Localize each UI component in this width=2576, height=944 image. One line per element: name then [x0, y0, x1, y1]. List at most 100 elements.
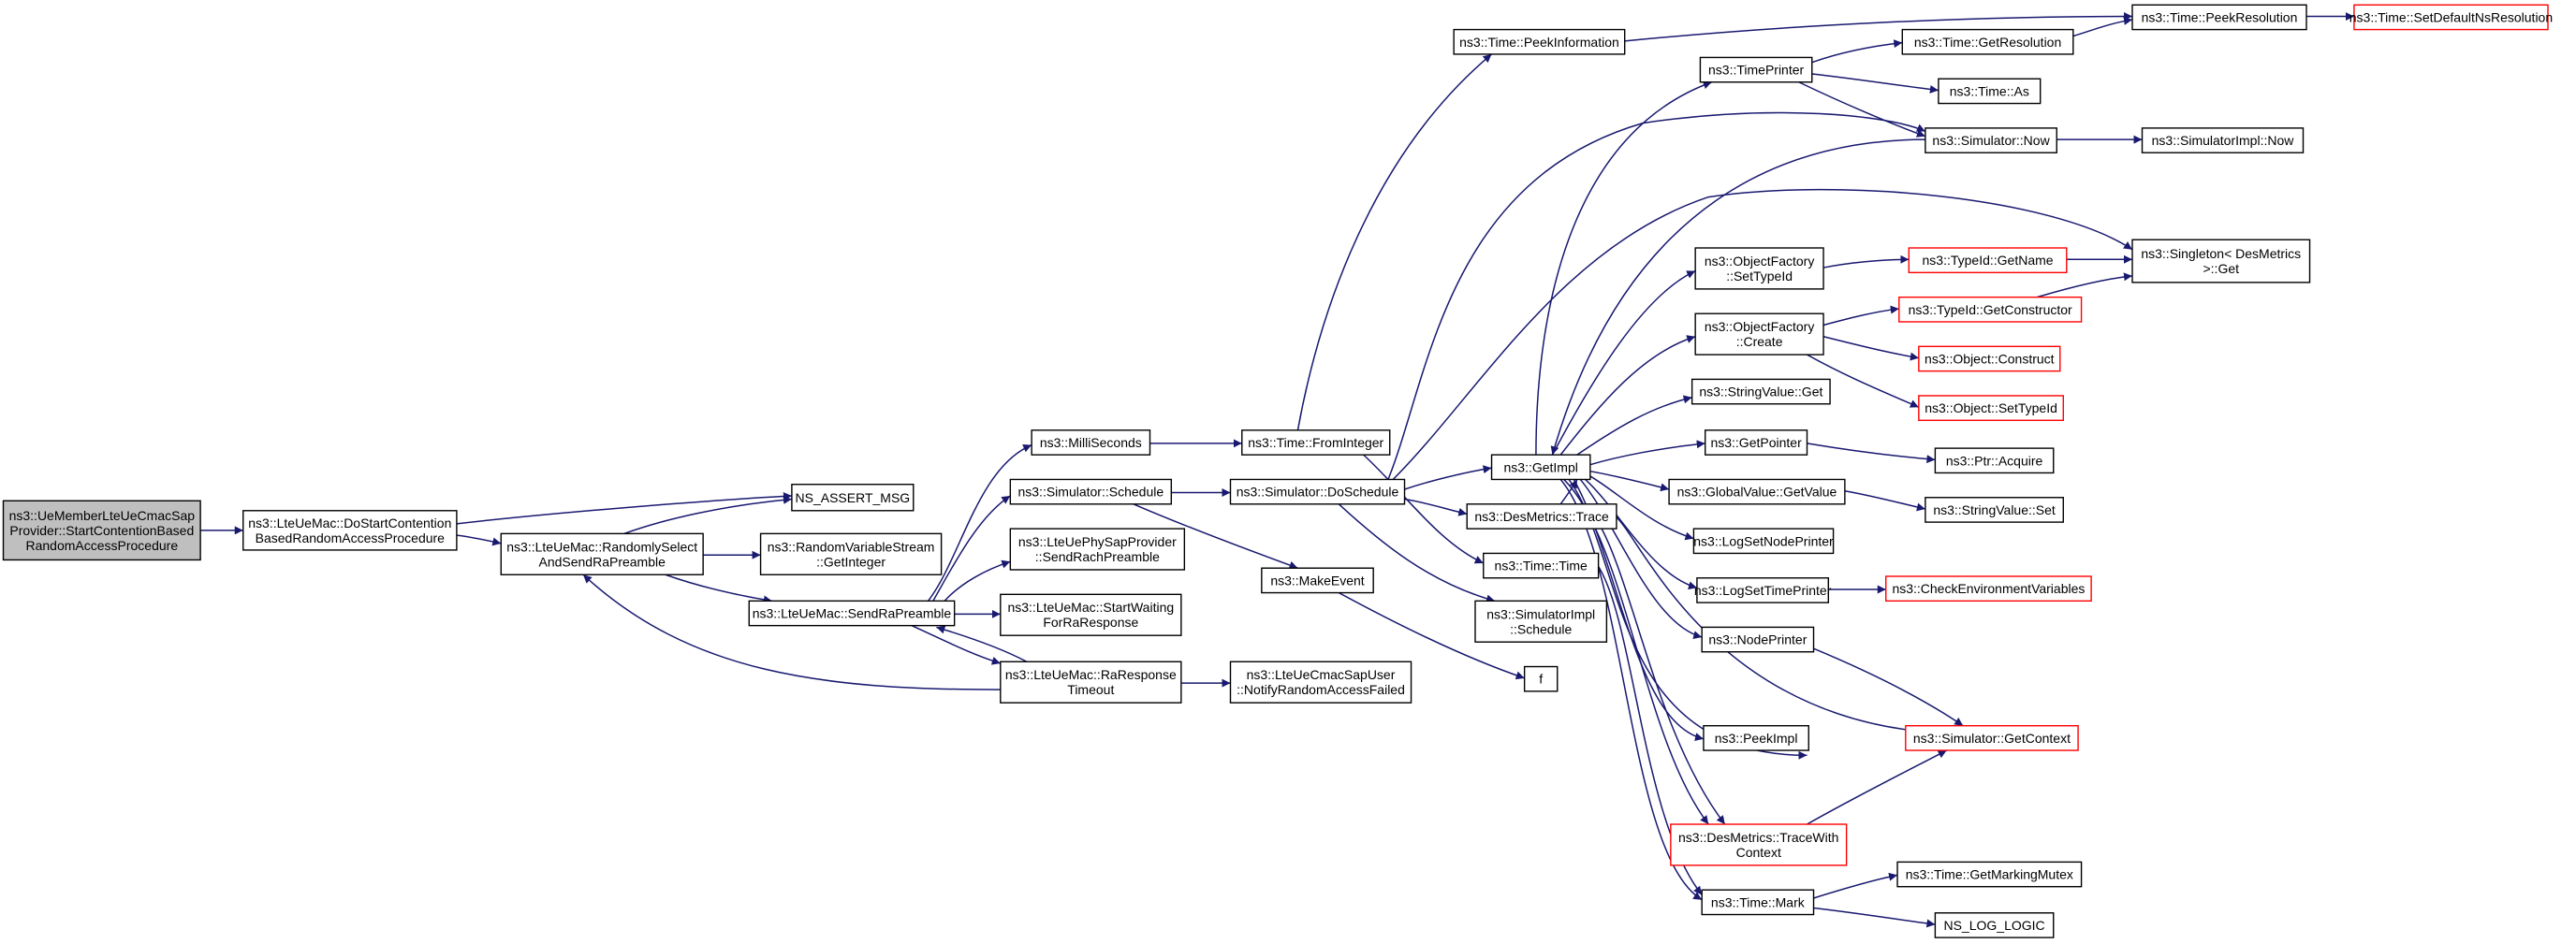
edge-sendRaPreamble-to-milliSeconds	[927, 443, 1032, 602]
node-simNow[interactable]: ns3::Simulator::Now	[1925, 127, 2057, 153]
node-simImplSchedule[interactable]: ns3::SimulatorImpl::Schedule	[1474, 600, 1608, 643]
node-desTrace[interactable]: ns3::DesMetrics::Trace	[1466, 503, 1617, 530]
node-root[interactable]: ns3::UeMemberLteUeCmacSapProvider::Start…	[2, 500, 201, 561]
edge-doStart-to-randomlySelect	[456, 534, 502, 546]
edge-fromInteger-to-timeTime	[1363, 454, 1485, 564]
edge-getPointer-to-ptrAcquire	[1807, 443, 1936, 464]
node-ptrAcquire[interactable]: ns3::Ptr::Acquire	[1934, 447, 2055, 474]
node-objectConstruct[interactable]: ns3::Object::Construct	[1918, 345, 2061, 372]
node-label: ns3::RandomVariableStream	[768, 539, 935, 554]
node-fromInteger[interactable]: ns3::Time::FromInteger	[1241, 429, 1391, 456]
node-setDefaultNsResolution[interactable]: ns3::Time::SetDefaultNsResolution	[2349, 4, 2553, 31]
node-globalValueGet[interactable]: ns3::GlobalValue::GetValue	[1668, 478, 1846, 505]
node-label: ns3::Time::Time	[1495, 559, 1588, 574]
node-label: ns3::Singleton< DesMetrics	[2141, 246, 2301, 261]
edge-makeEvent-to-f	[1338, 591, 1525, 680]
node-simImplNow[interactable]: ns3::SimulatorImpl::Now	[2141, 127, 2305, 153]
edge-getImpl-to-stringValueGet	[1576, 395, 1692, 456]
node-label: ns3::TypeId::GetName	[1923, 253, 2054, 268]
node-label: ns3::DesMetrics::Trace	[1474, 509, 1609, 524]
edge-sendRaPreamble-to-simSchedule	[932, 495, 1011, 602]
edge-getImpl-to-logSetTime	[1585, 478, 1698, 590]
node-label: ns3::LteUePhySapProvider	[1018, 534, 1177, 549]
node-label: ns3::LteUeMac::DoStartContention	[248, 516, 451, 530]
node-label: ns3::DesMetrics::TraceWith	[1678, 830, 1838, 845]
node-label: ns3::Time::GetMarkingMutex	[1906, 867, 2073, 882]
node-getMarkingMutex[interactable]: ns3::Time::GetMarkingMutex	[1896, 861, 2083, 888]
node-label: ns3::LogSetTimePrinter	[1694, 583, 1832, 598]
edge-desTrace-to-simGetContext	[1616, 516, 1914, 734]
node-sendRaPreamble[interactable]: ns3::LteUeMac::SendRaPreamble	[748, 600, 956, 627]
node-label: RandomAccessProcedure	[25, 538, 178, 553]
node-label: ns3::SimulatorImpl	[1486, 606, 1595, 621]
node-label: ns3::LteUeMac::StartWaiting	[1007, 600, 1174, 615]
node-f[interactable]: f	[1523, 665, 1559, 692]
node-label: ns3::Object::SetTypeId	[1925, 400, 2057, 415]
node-nodePrinter[interactable]: ns3::NodePrinter	[1701, 626, 1815, 653]
node-typeIdGetName[interactable]: ns3::TypeId::GetName	[1908, 247, 2068, 274]
node-label: ns3::PeekImpl	[1715, 731, 1798, 746]
node-label: ForRaResponse	[1043, 615, 1138, 630]
node-rvsGetInteger[interactable]: ns3::RandomVariableStream::GetInteger	[759, 532, 943, 575]
node-timeTime[interactable]: ns3::Time::Time	[1483, 552, 1600, 579]
edge-ofCreate-to-objectConstruct	[1822, 336, 1919, 361]
node-doSchedule[interactable]: ns3::Simulator::DoSchedule	[1229, 478, 1406, 505]
node-ofCreate[interactable]: ns3::ObjectFactory::Create	[1694, 312, 1824, 356]
node-peekInformation[interactable]: ns3::Time::PeekInformation	[1453, 28, 1626, 55]
node-peekImpl[interactable]: ns3::PeekImpl	[1703, 725, 1809, 751]
node-simGetContext[interactable]: ns3::Simulator::GetContext	[1905, 725, 2079, 751]
edge-timePrinter-to-timeAs	[1811, 73, 1939, 94]
node-randomlySelect[interactable]: ns3::LteUeMac::RandomlySelectAndSendRaPr…	[500, 532, 704, 575]
node-objectSetTypeId[interactable]: ns3::Object::SetTypeId	[1918, 395, 2064, 421]
node-nsAssert[interactable]: NS_ASSERT_MSG	[791, 484, 915, 512]
node-label: ns3::Time::SetDefaultNsResolution	[2349, 9, 2553, 24]
edge-getImpl-to-ofCreate	[1559, 335, 1696, 456]
node-getResolution[interactable]: ns3::Time::GetResolution	[1901, 28, 2074, 55]
node-label: >::Get	[2203, 261, 2239, 276]
node-getImpl[interactable]: ns3::GetImpl	[1490, 454, 1591, 481]
node-stringValueGet[interactable]: ns3::StringValue::Get	[1690, 378, 1831, 405]
edge-getResolution-to-peekResolution	[2072, 16, 2133, 37]
node-singletonGet[interactable]: ns3::Singleton< DesMetrics >::Get	[2131, 239, 2311, 283]
node-label: ns3::Time::Mark	[1711, 894, 1806, 909]
node-simSchedule[interactable]: ns3::Simulator::Schedule	[1009, 478, 1173, 505]
node-label: ns3::LteUeMac::RaResponse	[1005, 667, 1177, 682]
node-label: ::GetInteger	[816, 554, 886, 569]
node-label: NS_LOG_LOGIC	[1943, 918, 2044, 933]
node-label: ns3::SimulatorImpl::Now	[2152, 133, 2295, 148]
edge-getImpl-to-ofSetTypeId	[1551, 269, 1696, 456]
node-getPointer[interactable]: ns3::GetPointer	[1704, 429, 1808, 456]
node-label: ::Schedule	[1510, 621, 1572, 636]
edge-ofCreate-to-objectSetTypeId	[1807, 354, 1920, 408]
node-checkEnv[interactable]: ns3::CheckEnvironmentVariables	[1885, 575, 2092, 603]
node-nsLogLogic[interactable]: NS_LOG_LOGIC	[1934, 912, 2055, 938]
node-notifyFailed[interactable]: ns3::LteUeCmacSapUser::NotifyRandomAcces…	[1229, 661, 1412, 704]
node-logSetTime[interactable]: ns3::LogSetTimePrinter	[1694, 577, 1832, 603]
node-timePrinter[interactable]: ns3::TimePrinter	[1699, 56, 1813, 83]
node-sendRachPreamble[interactable]: ns3::LteUePhySapProvider::SendRachPreamb…	[1009, 528, 1186, 571]
node-timeMark[interactable]: ns3::Time::Mark	[1701, 889, 1815, 916]
node-logSetNode[interactable]: ns3::LogSetNodePrinter	[1692, 528, 1835, 555]
node-makeEvent[interactable]: ns3::MakeEvent	[1261, 567, 1374, 594]
node-label: ::SetTypeId	[1726, 269, 1793, 283]
edge-typeIdGetConstructor-to-singletonGet	[2036, 272, 2133, 298]
node-label: ns3::LteUeMac::RandomlySelect	[506, 539, 697, 554]
node-label: ::NotifyRandomAccessFailed	[1237, 682, 1405, 697]
edge-getImpl-to-getPointer	[1589, 440, 1705, 466]
node-typeIdGetConstructor[interactable]: ns3::TypeId::GetConstructor	[1898, 296, 2083, 323]
node-label: ns3::Object::Construct	[1925, 351, 2055, 366]
edge-doSchedule-to-desTrace	[1404, 498, 1468, 516]
edge-doSchedule-to-simImplSchedule	[1338, 503, 1496, 603]
node-stringValueSet[interactable]: ns3::StringValue::Set	[1925, 497, 2064, 523]
node-label: ns3::Time::GetResolution	[1914, 35, 2061, 50]
node-label: ::Create	[1736, 334, 1783, 349]
node-peekResolution[interactable]: ns3::Time::PeekResolution	[2131, 4, 2307, 31]
node-timeAs[interactable]: ns3::Time::As	[1938, 78, 2042, 105]
node-label: ns3::TimePrinter	[1708, 63, 1805, 78]
node-ofSetTypeId[interactable]: ns3::ObjectFactory::SetTypeId	[1694, 247, 1824, 290]
node-doStart[interactable]: ns3::LteUeMac::DoStartContentionBasedRan…	[242, 510, 458, 551]
node-milliSeconds[interactable]: ns3::MilliSeconds	[1031, 429, 1151, 456]
